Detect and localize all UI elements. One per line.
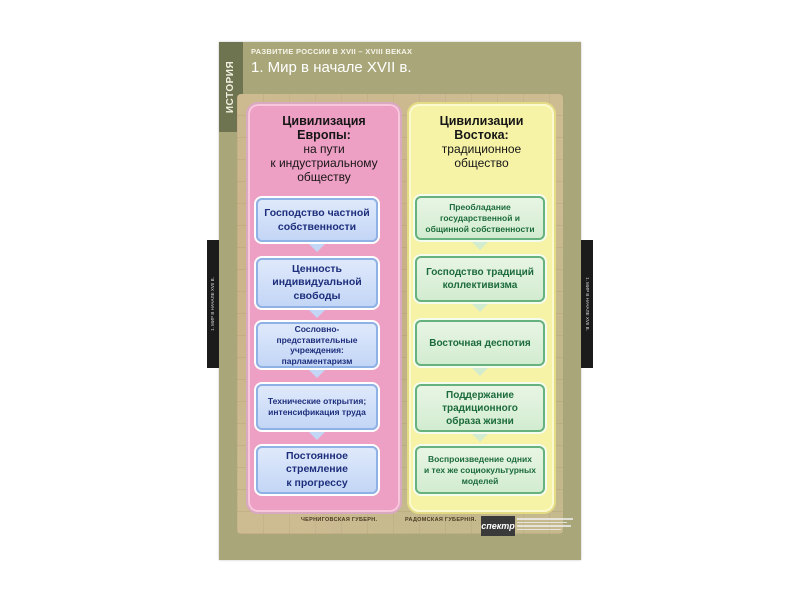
europe-item-text: Постоянное <box>285 449 348 462</box>
europe-item-text: учреждения: <box>290 345 344 355</box>
east-item-text: Воспроизведение одних <box>428 453 532 464</box>
europe-item-text: к прогрессу <box>286 476 348 489</box>
side-tab-right: 1. МИР В НАЧАЛЕ XVII В. <box>581 240 593 368</box>
poster: ИСТОРИЯ РАЗВИТИЕ РОССИИ В XVII – XVIII В… <box>207 42 593 560</box>
europe-subtitle: к индустриальному <box>270 156 378 170</box>
east-item-text: Господство традиций <box>426 267 534 278</box>
europe-column: Цивилизация Европы: на пути к индустриал… <box>246 102 402 514</box>
east-title: Цивилизации <box>439 114 524 128</box>
europe-item-text: парламентаризм <box>281 355 353 366</box>
east-item: Поддержание традиционного образа жизни <box>415 384 545 432</box>
map-label: РАДОМСКАЯ ГУБЕРНІЯ. <box>405 517 477 523</box>
europe-subtitle: на пути <box>303 142 345 156</box>
europe-item-text: стремление <box>286 463 348 476</box>
east-item-text: Восточная деспотия <box>429 337 531 349</box>
europe-title: Цивилизация <box>282 114 366 128</box>
side-tab-label: 1. МИР В НАЧАЛЕ XVII В. <box>585 277 590 331</box>
east-title: Востока: <box>454 128 509 142</box>
down-arrow-icon <box>309 244 325 252</box>
down-arrow-icon <box>309 310 325 318</box>
europe-item: Сословно- представительные учреждения: п… <box>256 322 378 368</box>
publisher-logo: спектр <box>481 516 515 536</box>
east-item-text: общинной собственности <box>425 223 535 234</box>
europe-item-text: собственности <box>277 221 357 233</box>
europe-item-text: индивидуальной <box>272 276 362 289</box>
side-tab-left: 1. МИР В НАЧАЛЕ XVII В. <box>207 240 219 368</box>
down-arrow-icon <box>309 432 325 440</box>
europe-heading: Цивилизация Европы: на пути к индустриал… <box>248 114 400 184</box>
europe-subtitle: обществу <box>297 170 351 184</box>
east-item-text: коллективизма <box>442 280 518 291</box>
east-item: Восточная деспотия <box>415 320 545 366</box>
europe-item-text: представительные <box>276 334 358 345</box>
europe-item: Технические открытия; интенсификация тру… <box>256 384 378 430</box>
europe-item: Постоянное стремление к прогрессу <box>256 446 378 494</box>
east-item-text: Преобладание <box>449 201 511 212</box>
europe-title: Европы: <box>297 128 351 142</box>
poster-subtitle: РАЗВИТИЕ РОССИИ В XVII – XVIII ВЕКАХ <box>251 47 413 56</box>
east-item-text: образа жизни <box>446 415 514 427</box>
down-arrow-icon <box>472 304 488 312</box>
europe-item: Ценность индивидуальной свободы <box>256 258 378 308</box>
down-arrow-icon <box>472 368 488 376</box>
publisher-fine-print <box>517 518 575 532</box>
east-item-text: и тех же социокультурных <box>423 464 537 475</box>
east-item-text: моделей <box>461 475 499 486</box>
east-item: Воспроизведение одних и тех же социокуль… <box>415 446 545 494</box>
down-arrow-icon <box>309 370 325 378</box>
europe-item-text: Сословно- <box>294 324 340 334</box>
east-subtitle: традиционное <box>441 142 522 156</box>
poster-title: 1. Мир в начале XVII в. <box>251 59 412 76</box>
europe-item-text: Господство частной <box>264 207 370 219</box>
map-label: ЧЕРНИГОВСКАЯ ГУБЕРН. <box>301 517 378 523</box>
europe-item-text: интенсификация труда <box>268 407 366 417</box>
down-arrow-icon <box>472 242 488 250</box>
east-item: Преобладание государственной и общинной … <box>415 196 545 240</box>
europe-item-text: Технические открытия; <box>267 396 367 406</box>
europe-item-text: Ценность <box>291 262 343 275</box>
east-column: Цивилизации Востока: традиционное общест… <box>407 102 556 514</box>
east-item-text: традиционного <box>442 402 518 414</box>
east-subtitle: общество <box>454 156 509 170</box>
europe-item: Господство частной собственности <box>256 198 378 242</box>
east-item-text: Поддержание <box>446 389 514 401</box>
europe-item-text: свободы <box>293 289 341 302</box>
east-item: Господство традиций коллективизма <box>415 256 545 302</box>
down-arrow-icon <box>472 434 488 442</box>
east-item-text: государственной и <box>439 212 521 223</box>
east-heading: Цивилизации Востока: традиционное общест… <box>409 114 554 170</box>
side-tab-label: 1. МИР В НАЧАЛЕ XVII В. <box>210 277 215 331</box>
